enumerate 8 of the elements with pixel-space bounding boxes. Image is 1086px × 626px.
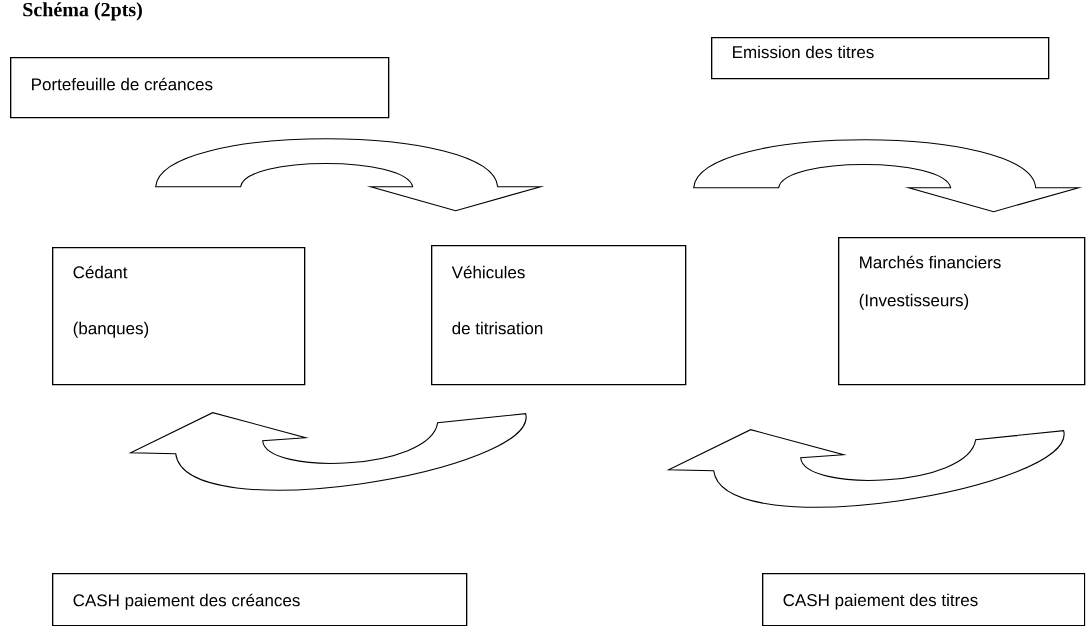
text-box: Portefeuille de créances xyxy=(10,57,390,119)
text-box: Véhicules de titrisation xyxy=(431,245,687,386)
heading: Schéma (2pts) xyxy=(23,2,142,21)
text-box: CASH paiement des créances xyxy=(52,573,468,626)
text-box: Emission des titres xyxy=(711,37,1050,80)
text-box: Marchés financiers (Investisseurs) xyxy=(838,237,1086,386)
text-box: CASH paiement des titres xyxy=(762,573,1086,626)
text-box: Cédant (banques) xyxy=(52,247,306,386)
